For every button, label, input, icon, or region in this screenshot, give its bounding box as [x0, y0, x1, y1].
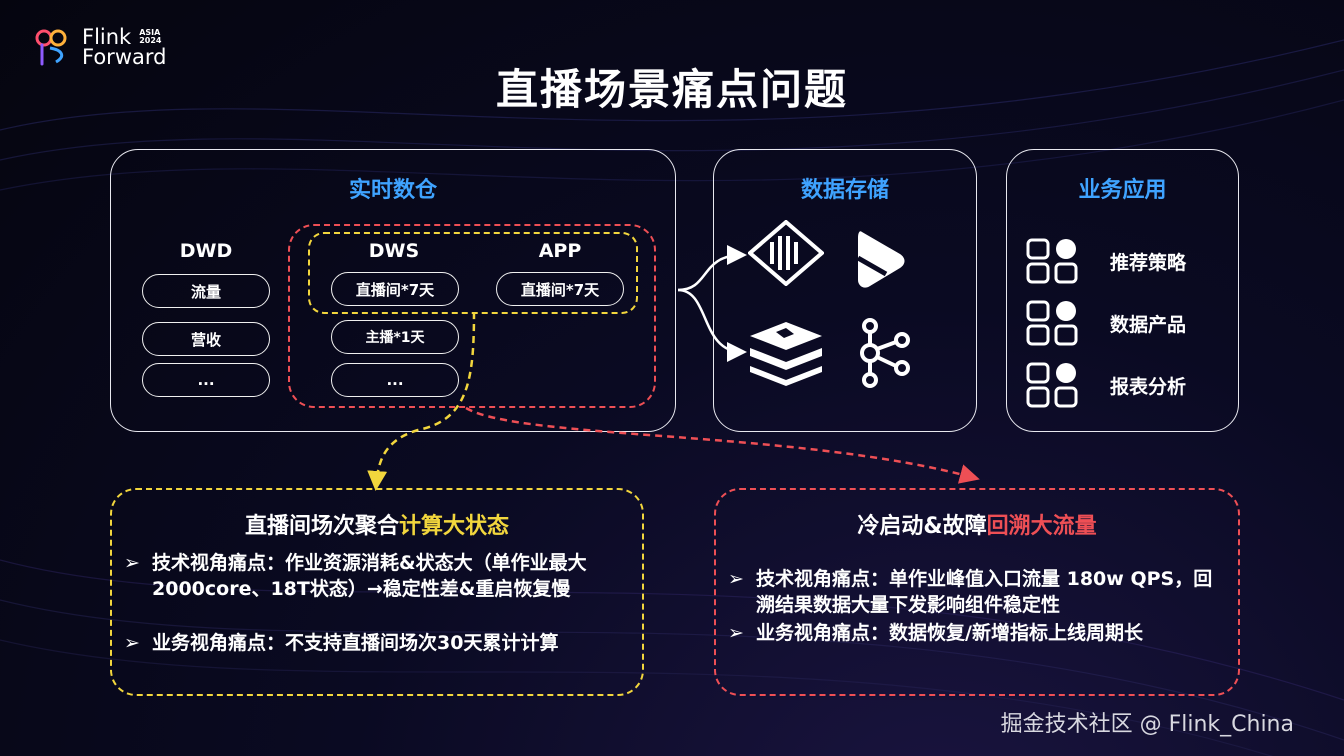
business-item-label: 推荐策略 — [1110, 251, 1187, 274]
right-bullet-text: 技术视角痛点：单作业峰值入口流量 180w QPS，回溯结果数据大量下发影响组件… — [756, 568, 1213, 616]
business-item-label: 报表分析 — [1110, 375, 1187, 398]
clickhouse-like-icon — [748, 220, 824, 286]
app-grid-icon — [1026, 362, 1078, 408]
dwd-item: 营收 — [142, 322, 270, 356]
business-title: 业务应用 — [1078, 178, 1167, 203]
right-box-title-highlight: 回溯大流量 — [986, 514, 1097, 539]
flink-logo-icon — [35, 29, 67, 66]
logo-word-flink: Flink — [82, 25, 132, 49]
dws-label: DWS — [368, 240, 420, 262]
bullet-arrow-icon: ➢ — [124, 632, 140, 654]
left-bullet: ➢ 技术视角痛点：作业资源消耗&状态大（单作业最大2000core、18T状态）… — [124, 550, 634, 602]
left-box-title: 直播间场次聚合计算大状态 — [112, 508, 642, 540]
left-box-title-highlight: 计算大状态 — [399, 514, 510, 539]
app-item: 直播间*7天 — [496, 272, 624, 306]
flink-forward-logo: Flink ASIA 2024 Forward — [34, 26, 166, 68]
logo-badge-asia: ASIA — [139, 28, 161, 37]
right-bullet-text: 业务视角痛点：数据恢复/新增指标上线周期长 — [756, 622, 1143, 644]
dwd-label: DWD — [179, 240, 233, 262]
realtime-dw-panel: 实时数仓 — [110, 149, 676, 432]
left-pain-box: 直播间场次聚合计算大状态 ➢ 技术视角痛点：作业资源消耗&状态大（单作业最大20… — [110, 488, 644, 696]
dws-item: ... — [331, 363, 459, 397]
business-item: 推荐策略 — [1026, 238, 1186, 284]
right-box-title-plain: 冷启动&故障 — [857, 514, 987, 539]
storage-title: 数据存储 — [800, 178, 889, 203]
business-item: 数据产品 — [1026, 300, 1186, 346]
dwd-item: ... — [142, 363, 270, 397]
play-logo-icon — [856, 231, 905, 288]
left-box-title-plain: 直播间场次聚合 — [244, 514, 399, 539]
app-label: APP — [538, 240, 582, 262]
right-bullet: ➢ 业务视角痛点：数据恢复/新增指标上线周期长 — [728, 620, 1228, 646]
dwd-item: 流量 — [142, 274, 270, 308]
app-grid-icon — [1026, 238, 1078, 284]
dws-item: 直播间*7天 — [331, 272, 459, 306]
kafka-icon — [860, 318, 910, 388]
left-bullet-text: 业务视角痛点：不支持直播间场次30天累计计算 — [152, 632, 559, 654]
logo-word-forward: Forward — [82, 45, 167, 69]
right-bullet: ➢ 技术视角痛点：单作业峰值入口流量 180w QPS，回溯结果数据大量下发影响… — [728, 566, 1228, 618]
right-pain-box: 冷启动&故障回溯大流量 ➢ 技术视角痛点：单作业峰值入口流量 180w QPS，… — [714, 488, 1240, 696]
bullet-arrow-icon: ➢ — [728, 622, 744, 644]
right-box-title: 冷启动&故障回溯大流量 — [716, 508, 1238, 540]
dws-item: 主播*1天 — [331, 320, 459, 354]
left-bullet-text: 技术视角痛点：作业资源消耗&状态大（单作业最大2000core、18T状态）→稳… — [152, 552, 587, 600]
realtime-dw-title: 实时数仓 — [348, 178, 437, 203]
bullet-arrow-icon: ➢ — [728, 568, 744, 590]
storage-panel: 数据存储 — [713, 149, 977, 432]
watermark: 掘金技术社区 @ Flink_China — [1000, 712, 1294, 737]
bullet-arrow-icon: ➢ — [124, 552, 140, 574]
left-bullet: ➢ 业务视角痛点：不支持直播间场次30天累计计算 — [124, 630, 634, 656]
page-title: 直播场景痛点问题 — [495, 65, 848, 114]
app-grid-icon — [1026, 300, 1078, 346]
red-dashed-group — [288, 224, 656, 408]
redis-icon — [750, 322, 822, 386]
logo-badge-year: 2024 — [139, 36, 162, 45]
business-panel: 业务应用 — [1006, 149, 1239, 432]
business-item-label: 数据产品 — [1110, 313, 1187, 336]
business-item: 报表分析 — [1026, 362, 1186, 408]
